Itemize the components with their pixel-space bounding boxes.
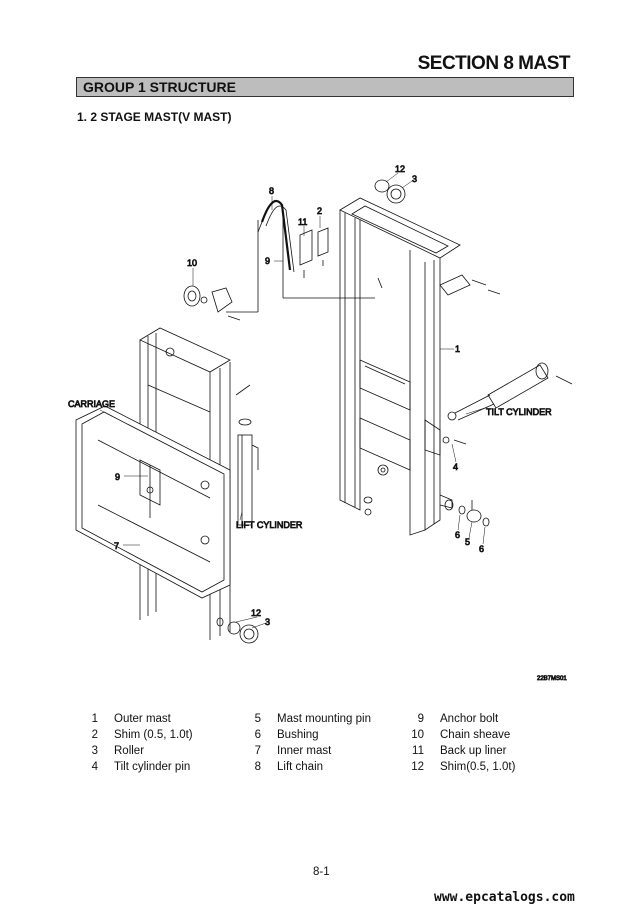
lift-chain-drawing [257,199,375,299]
tilt-pin-parts [442,436,467,445]
outer-mast-drawing [339,197,461,536]
legend-number: 2 [91,729,98,741]
legend-label: Mast mounting pin [277,713,371,725]
mast-mounting-parts [363,496,490,527]
drawing-code: 22B7MS01 [537,676,567,682]
legend-label: Shim (0.5, 1.0t) [114,729,193,741]
callout-1: 1 [455,344,460,354]
watermark-url[interactable]: www.epcatalogs.com [434,890,575,905]
legend-label: Anchor bolt [440,713,499,725]
callout-7: 7 [114,541,119,551]
legend-label: Lift chain [277,761,324,773]
legend-number: 12 [411,761,424,773]
legend-number: 3 [91,745,98,757]
callout-4: 4 [453,462,458,472]
lift-cylinder-drawing [235,384,259,526]
subsection-title: 1. 2 STAGE MAST(V MAST) [77,110,232,124]
legend-number: 1 [91,713,98,725]
callout-5: 5 [465,537,470,547]
legend-number: 5 [254,713,261,725]
legend-label: Tilt cylinder pin [114,761,191,773]
legend-number: 7 [254,745,261,757]
callout-3-top: 3 [412,174,417,184]
legend-label: Chain sheave [440,729,511,741]
callout-9-carriage: 9 [115,472,120,482]
legend-number: 9 [417,713,424,725]
callout-6-right: 6 [479,544,484,554]
lift-cylinder-label: LIFT CYLINDER [236,520,303,530]
group-title-bar: GROUP 1 STRUCTURE [76,77,574,97]
tilt-cylinder-label: TILT CYLINDER [486,407,552,417]
legend-number: 11 [412,745,424,757]
page-number: 8-1 [313,866,330,878]
carriage-label: CARRIAGE [68,399,115,409]
legend-label: Shim(0.5, 1.0t) [440,761,516,773]
callout-10: 10 [187,258,197,268]
callout-12-bottom: 12 [251,608,261,618]
tilt-cylinder-drawing [447,362,573,421]
callout-3-bottom: 3 [265,617,270,627]
callout-12-top: 12 [395,164,405,174]
section-title: SECTION 8 MAST [417,53,571,74]
callout-2: 2 [317,206,322,216]
legend-label: Outer mast [114,713,171,725]
legend-number: 8 [254,761,261,773]
leader-lines [99,172,489,629]
bracket-parts [377,274,501,296]
legend-label: Roller [114,745,145,757]
legend-label: Inner mast [277,745,332,757]
top-roller-set [374,179,406,204]
mast-exploded-diagram: CARRIAGE LIFT CYLINDER TILT CYLINDER 12 … [68,164,573,682]
callout-8: 8 [269,186,274,196]
legend-number: 6 [254,729,261,741]
legend-number: 10 [411,729,424,741]
callout-6-left: 6 [455,530,460,540]
legend-label: Bushing [277,729,319,741]
parts-legend: 1 Outer mast 2 Shim (0.5, 1.0t) 3 Roller… [0,711,644,781]
legend-label: Back up liner [440,745,507,757]
chain-sheave-drawing [183,220,259,321]
bottom-roller-set [216,617,259,644]
callout-11: 11 [298,217,307,227]
backup-liner-drawing [299,227,329,278]
callout-9-chain: 9 [265,256,270,266]
legend-number: 4 [91,761,98,773]
carriage-drawing [75,405,231,599]
